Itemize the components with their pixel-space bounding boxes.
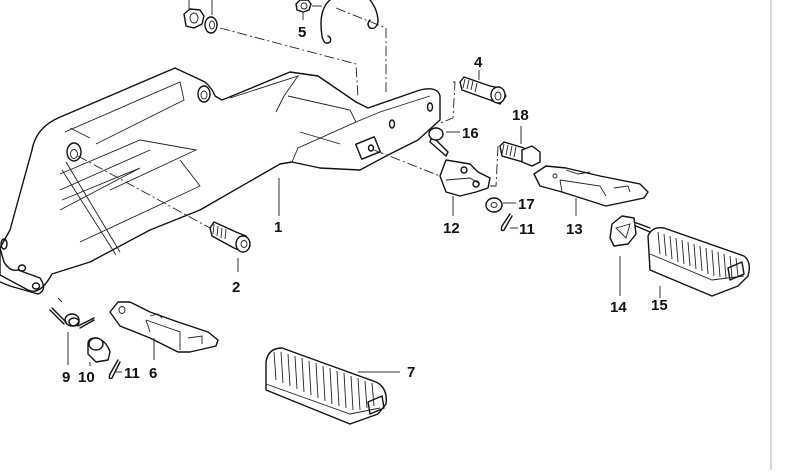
callout-2[interactable]: 2 [232,279,240,296]
callout-13[interactable]: 13 [566,221,583,238]
callout-11-upper[interactable]: 11 [519,221,535,238]
callout-1[interactable]: 1 [274,219,282,236]
callout-12[interactable]: 12 [443,220,460,237]
part-1-bracket[interactable] [0,67,441,295]
part-2-bolt[interactable] [209,221,251,272]
callout-5[interactable]: 5 [298,24,306,41]
callout-11-lower[interactable]: 11 [124,365,140,382]
part-18-bolt[interactable] [499,126,541,167]
part-nut-top[interactable] [183,0,205,29]
part-11-cotter-pin-lower[interactable] [108,359,122,380]
callout-labels: 1 2 4 5 6 7 9 10 11 11 12 13 14 15 16 17… [62,24,668,386]
part-13-footrest-bracket[interactable] [533,165,649,216]
part-washer-top[interactable] [204,0,218,34]
part-6-footrest[interactable] [109,301,219,360]
part-12-bracket[interactable] [439,159,491,216]
callout-18[interactable]: 18 [512,107,529,124]
callout-10[interactable]: 10 [78,369,95,386]
callout-6[interactable]: 6 [149,365,157,382]
part-14-bushing[interactable] [609,215,651,296]
callout-17[interactable]: 17 [518,196,535,213]
callout-4[interactable]: 4 [474,54,483,71]
part-16-pin[interactable] [428,127,460,157]
part-7-footpeg[interactable] [265,347,400,425]
callout-9[interactable]: 9 [62,369,70,386]
callout-7[interactable]: 7 [407,364,415,381]
callout-14[interactable]: 14 [610,299,627,316]
part-15-footpeg[interactable] [647,226,751,298]
part-17-washer[interactable] [485,197,516,213]
part-10-bushing[interactable] [87,337,111,366]
callout-16[interactable]: 16 [462,125,479,142]
part-circlip[interactable] [320,0,379,44]
callout-15[interactable]: 15 [651,297,668,314]
part-9-spring[interactable] [49,307,95,365]
part-11-cotter-pin-upper[interactable] [500,213,518,232]
part-4-bolt[interactable] [459,70,507,105]
part-5-nut[interactable] [295,0,312,20]
